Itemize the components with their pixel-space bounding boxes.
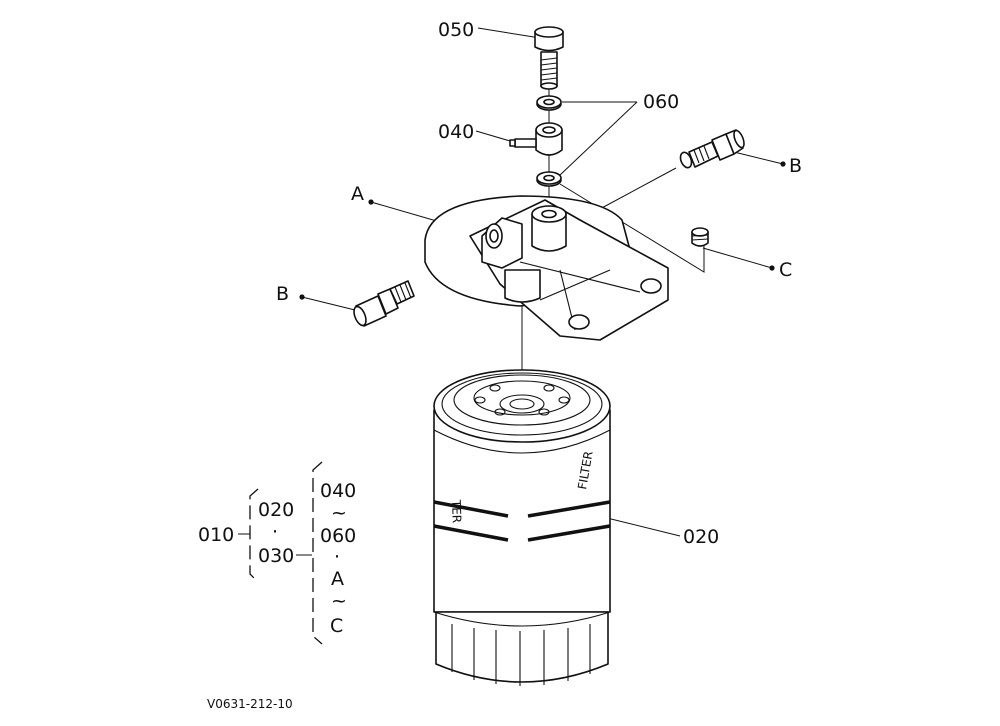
key-g1-020: 020	[258, 499, 294, 521]
callout-b-right: B	[789, 155, 802, 177]
nipple-b-right	[679, 129, 745, 169]
callout-020: 020	[683, 526, 719, 548]
callout-dots	[299, 161, 786, 300]
filter-cartridge-020: TER FILTER	[433, 369, 611, 686]
key-g1-030: 030	[258, 545, 294, 567]
key-g2-tilde-2: ~	[331, 590, 347, 612]
assembly-key: 010 020 · 030 040 ~ 060 · A ~ C	[198, 461, 356, 645]
drawing-id: V0631-212-10	[207, 697, 293, 711]
eye-joint-040	[509, 122, 563, 156]
callout-a: A	[351, 183, 364, 205]
washer-060-lower	[536, 171, 562, 187]
filter-print-left: TER	[449, 499, 464, 524]
nipple-b-left	[353, 280, 415, 327]
callout-c: C	[779, 259, 792, 281]
callout-040: 040	[438, 121, 474, 143]
key-g2-a: A	[331, 568, 344, 590]
key-g2-tilde-1: ~	[331, 502, 347, 524]
key-g2-040: 040	[320, 480, 356, 502]
key-g2-060: 060	[320, 525, 356, 547]
plug-c	[691, 227, 709, 247]
key-010: 010	[198, 524, 234, 546]
key-g2-sep: ·	[334, 546, 340, 568]
key-g2-c: C	[330, 615, 343, 637]
callout-060: 060	[643, 91, 679, 113]
callout-050: 050	[438, 19, 474, 41]
key-g1-sep: ·	[272, 521, 278, 543]
filter-print-right: FILTER	[575, 450, 596, 491]
washer-060-upper	[536, 95, 562, 111]
bolt-050	[534, 26, 564, 90]
filter-head-a	[424, 195, 669, 341]
callout-b-left: B	[276, 283, 289, 305]
